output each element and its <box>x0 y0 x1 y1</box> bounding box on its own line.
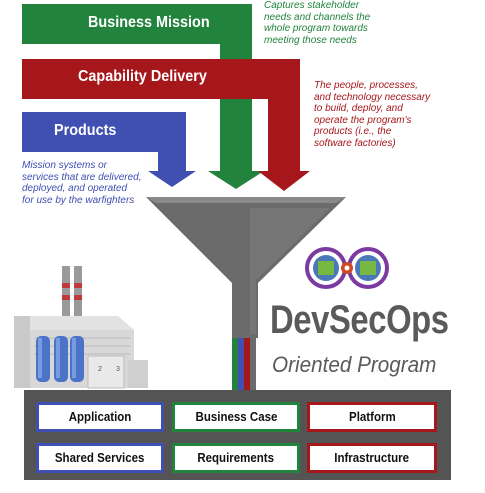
pipe-green <box>232 338 238 390</box>
products-arrow <box>22 112 196 187</box>
products-label: Products <box>54 122 117 139</box>
devsecops-logo-icon <box>305 247 389 289</box>
infrastructure-box: Infrastructure <box>307 443 437 473</box>
factory-illustration <box>14 266 148 389</box>
pipe-red <box>244 338 250 390</box>
shared-services-box: Shared Services <box>36 443 164 473</box>
business-case-box: Business Case <box>172 402 300 432</box>
business-mission-note: Captures stakeholder needs and channels … <box>264 0 371 46</box>
capability-delivery-label: Capability Delivery <box>78 68 207 85</box>
capability-delivery-arrow <box>22 59 310 191</box>
business-mission-arrow <box>22 4 264 189</box>
funnel <box>146 197 346 338</box>
devsecops-title: DevSecOps <box>270 298 449 342</box>
requirements-box: Requirements <box>172 443 300 473</box>
pipe-gray <box>250 338 256 390</box>
pipe-blue <box>238 338 244 390</box>
factory-panel-number-3: 3 <box>116 366 120 373</box>
factory-panel-number-2: 2 <box>98 366 102 373</box>
platform-box: Platform <box>307 402 437 432</box>
application-box: Application <box>36 402 164 432</box>
business-mission-label: Business Mission <box>88 14 210 31</box>
oriented-program-subtitle: Oriented Program <box>272 352 437 377</box>
products-note: Mission systems or services that are del… <box>22 160 142 206</box>
capability-delivery-note: The people, processes, and technology ne… <box>314 80 431 149</box>
